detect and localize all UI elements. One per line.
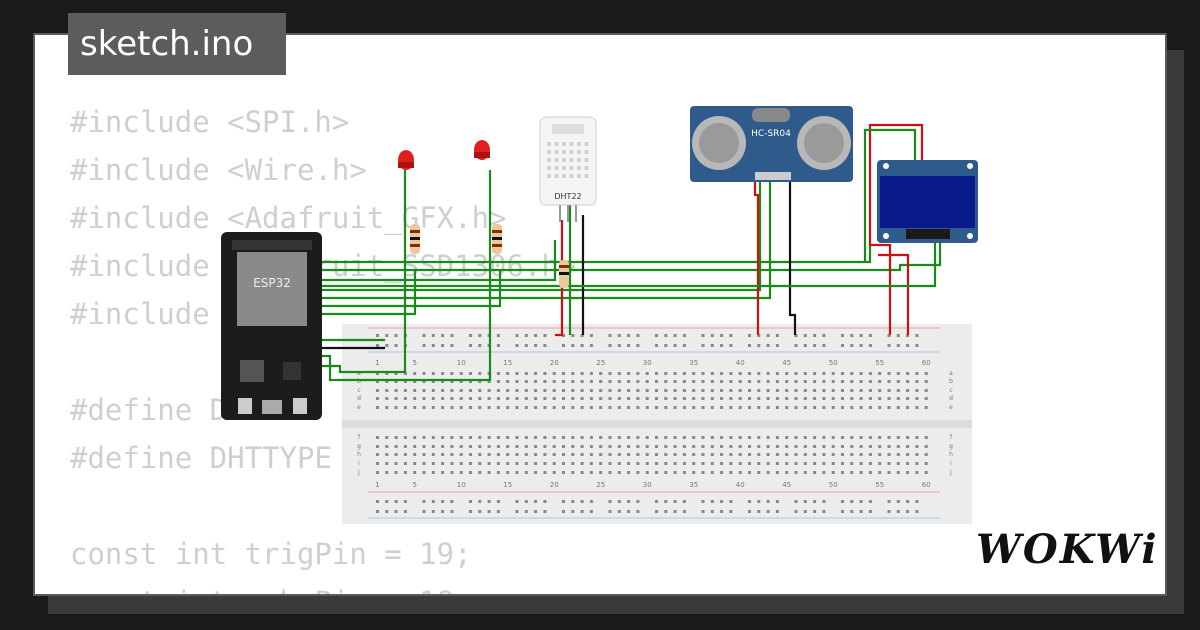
- breadboard-row-label: j: [949, 469, 952, 476]
- oled-display: [877, 160, 978, 243]
- breadboard-column-number: 30: [643, 481, 652, 489]
- hc-sr04-label: HC-SR04: [751, 129, 791, 139]
- breadboard-row-label: i: [950, 460, 952, 467]
- breadboard-row-label: g: [949, 443, 953, 450]
- breadboard-column-number: 20: [550, 359, 559, 367]
- code-line: #include <Wire.h>: [70, 153, 367, 187]
- breadboard-row-label: f: [950, 434, 953, 441]
- code-line: const int echoPin = 18;: [70, 585, 472, 594]
- breadboard-row-label: d: [949, 395, 953, 402]
- preview-card: #include <SPI.h> #include <Wire.h> #incl…: [33, 33, 1167, 596]
- breadboard-column-number: 25: [596, 359, 605, 367]
- code-line: const int trigPin = 19;: [70, 537, 472, 571]
- resistor-1: [410, 224, 420, 254]
- breadboard-column-number: 10: [457, 481, 466, 489]
- breadboard-row-label: e: [949, 404, 953, 411]
- breadboard-column-number: 35: [689, 481, 698, 489]
- breadboard-column-number: 55: [875, 359, 884, 367]
- breadboard-row-label: d: [357, 395, 361, 402]
- breadboard-column-number: 15: [503, 359, 512, 367]
- led-2: [474, 140, 490, 160]
- resistor-3: [559, 260, 569, 288]
- breadboard-row-label: h: [357, 451, 361, 458]
- breadboard-row-label: b: [949, 378, 953, 385]
- breadboard-column-number: 1: [375, 359, 379, 367]
- breadboard-column-number: 45: [782, 481, 791, 489]
- breadboard-column-number: 5: [412, 359, 416, 367]
- breadboard-row-label: a: [357, 370, 361, 377]
- file-name-tab[interactable]: sketch.ino: [68, 13, 286, 75]
- breadboard-column-number: 50: [829, 359, 838, 367]
- breadboard-column-number: 40: [736, 359, 745, 367]
- breadboard-column-number: 30: [643, 359, 652, 367]
- esp32-label: ESP32: [253, 276, 291, 290]
- breadboard-column-number: 10: [457, 359, 466, 367]
- breadboard-row-label: f: [358, 434, 361, 441]
- breadboard-row-label: j: [357, 469, 360, 476]
- breadboard-row-label: b: [357, 378, 361, 385]
- dht22-label: DHT22: [554, 192, 581, 201]
- breadboard-column-number: 5: [412, 481, 416, 489]
- dht22-sensor: DHT22: [539, 116, 597, 222]
- led-1: [398, 150, 414, 170]
- code-line: #include <Adafruit_GFX.h>: [70, 201, 507, 235]
- resistor-2: [492, 224, 502, 254]
- breadboard-column-number: 25: [596, 481, 605, 489]
- wokwi-logo: WOKWi: [976, 526, 1159, 573]
- wires: [322, 123, 942, 382]
- esp32-board: ESP32: [221, 232, 322, 420]
- breadboard-row-label: a: [949, 370, 953, 377]
- breadboard-row-label: c: [357, 387, 360, 394]
- breadboard-column-number: 20: [550, 481, 559, 489]
- breadboard-column-number: 45: [782, 359, 791, 367]
- breadboard-column-number: 35: [689, 359, 698, 367]
- breadboard-column-number: 60: [922, 481, 931, 489]
- breadboard-column-number: 50: [829, 481, 838, 489]
- code-line: #include <SPI.h>: [70, 105, 350, 139]
- breadboard-column-number: 55: [875, 481, 884, 489]
- breadboard-column-number: 40: [736, 481, 745, 489]
- breadboard-row-label: c: [949, 387, 952, 394]
- breadboard-row-label: i: [358, 460, 360, 467]
- breadboard-row-label: e: [357, 404, 361, 411]
- breadboard-column-number: 15: [503, 481, 512, 489]
- breadboard-column-number: 60: [922, 359, 931, 367]
- breadboard-column-number: 1: [375, 481, 379, 489]
- hc-sr04-sensor: HC-SR04: [690, 106, 853, 182]
- code-line: #define DHTTYPE: [70, 441, 332, 475]
- breadboard-row-label: h: [949, 451, 953, 458]
- breadboard-row-label: g: [357, 443, 361, 450]
